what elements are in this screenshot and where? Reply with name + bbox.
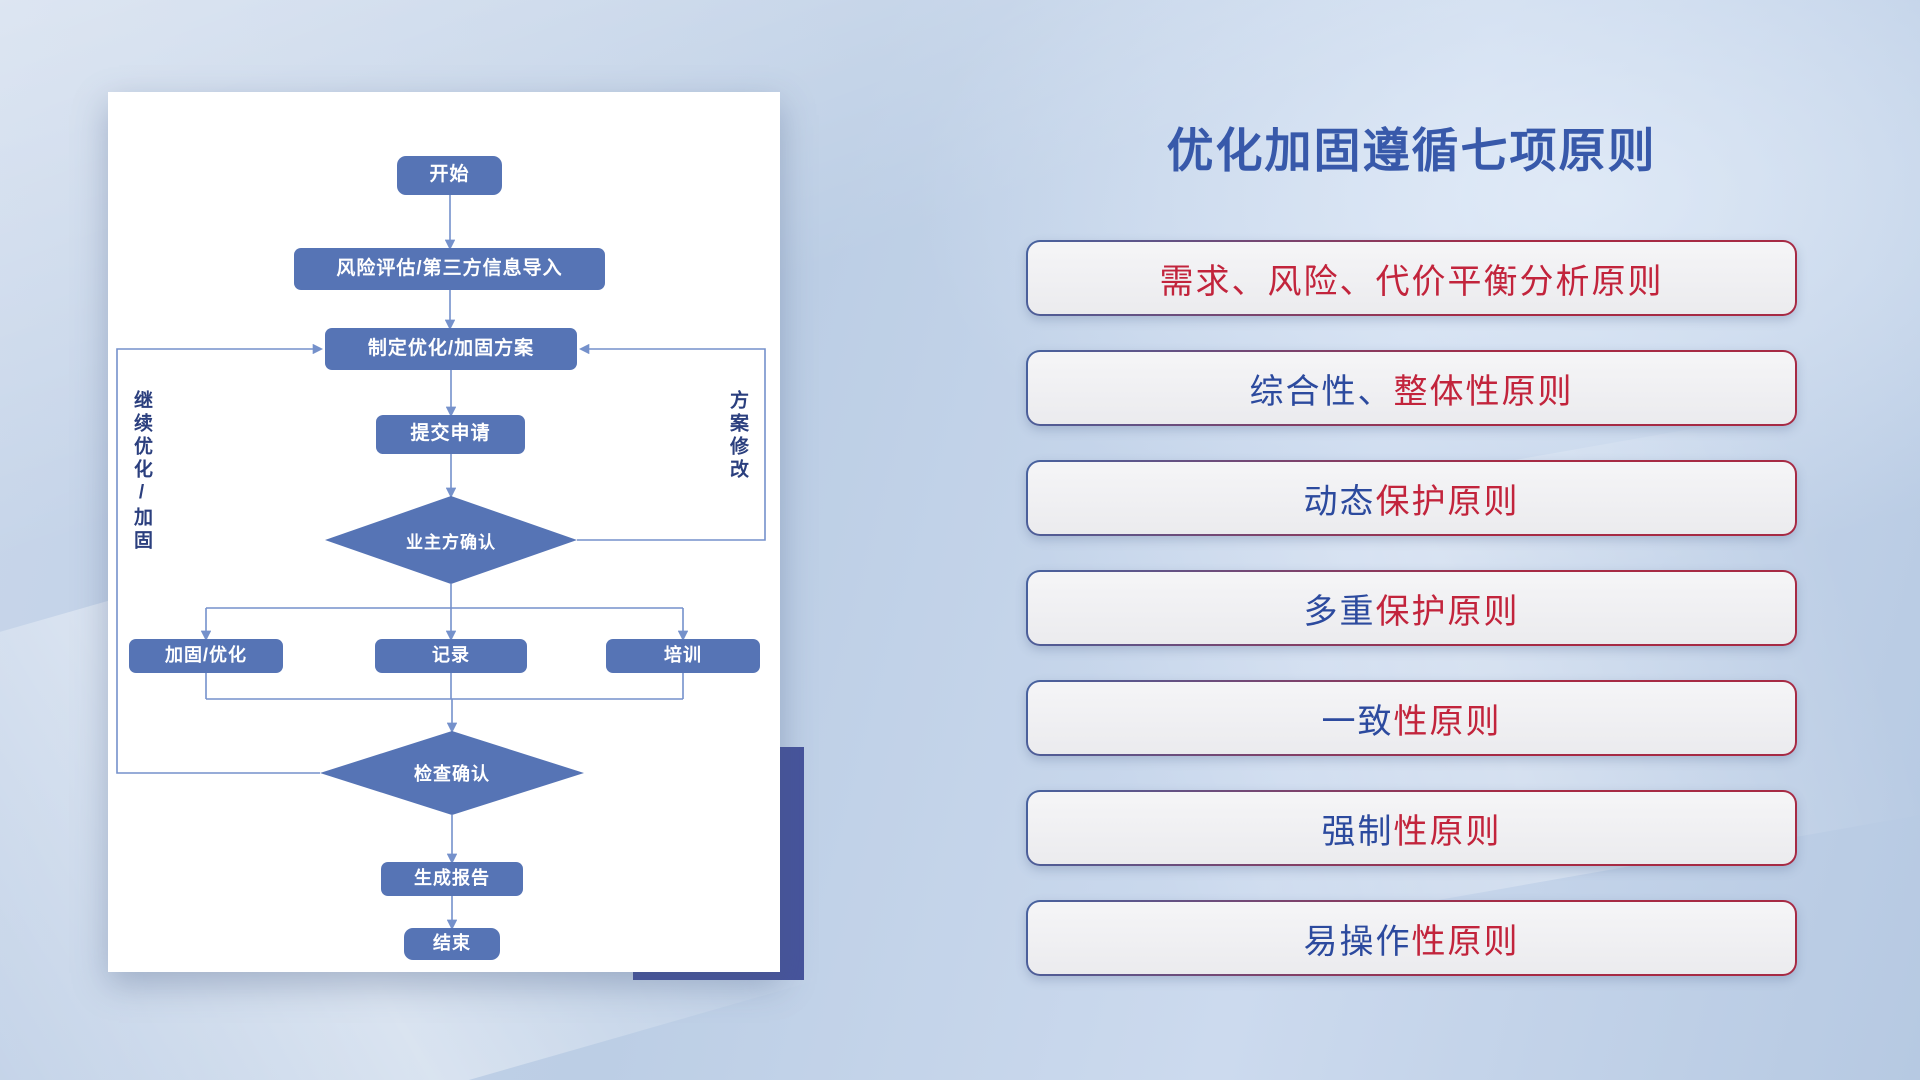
flowchart-card: 开始 风险评估/第三方信息导入 制定优化/加固方案 提交申请 业主方确认 加固/… bbox=[108, 92, 780, 972]
principle-text-segment: 保护原则 bbox=[1375, 482, 1520, 521]
principle-text-segment: 整体性原则 bbox=[1393, 372, 1574, 411]
principle-card: 综合性、整体性原则 bbox=[1026, 350, 1797, 426]
principle-text-segment: 动态 bbox=[1303, 482, 1376, 521]
principle-card: 强制性原则 bbox=[1026, 790, 1797, 866]
principle-card-label: 多重保护原则 bbox=[1028, 572, 1795, 644]
principle-card: 动态保护原则 bbox=[1026, 460, 1797, 536]
principle-card-label: 一致性原则 bbox=[1028, 682, 1795, 754]
diamond-owner-confirm bbox=[325, 496, 577, 584]
flow-node-risk-import: 风险评估/第三方信息导入 bbox=[294, 248, 605, 290]
principle-text-segment: 易操作 bbox=[1303, 922, 1412, 961]
principle-card-label: 综合性、整体性原则 bbox=[1028, 352, 1795, 424]
principle-text-segment: 一致 bbox=[1321, 702, 1394, 741]
flow-node-submit: 提交申请 bbox=[376, 415, 525, 454]
flow-node-end: 结束 bbox=[404, 928, 500, 960]
loop-label-continue-optimize: 继续优化/加固 bbox=[131, 390, 152, 553]
principle-card-label: 强制性原则 bbox=[1028, 792, 1795, 864]
flow-node-report: 生成报告 bbox=[381, 862, 523, 896]
principle-text-segment: 性原则 bbox=[1411, 922, 1520, 961]
flow-node-owner-confirm: 业主方确认 bbox=[406, 532, 496, 552]
flowchart-connectors bbox=[116, 195, 766, 931]
loop-plan-revise bbox=[577, 343, 766, 541]
principle-card: 多重保护原则 bbox=[1026, 570, 1797, 646]
flow-node-record: 记录 bbox=[375, 639, 527, 673]
principle-card: 易操作性原则 bbox=[1026, 900, 1797, 976]
page-title: 优化加固遵循七项原则 bbox=[1166, 124, 1657, 177]
principle-card-label: 动态保护原则 bbox=[1028, 462, 1795, 534]
flow-node-reinforce: 加固/优化 bbox=[129, 639, 283, 673]
principle-text-segment: 强制 bbox=[1321, 812, 1394, 851]
principle-card: 一致性原则 bbox=[1026, 680, 1797, 756]
principle-text-segment: 保护原则 bbox=[1375, 592, 1520, 631]
principle-text-segment: 性原则 bbox=[1393, 812, 1502, 851]
principle-text-segment: 综合性、 bbox=[1249, 372, 1394, 411]
flow-node-make-plan: 制定优化/加固方案 bbox=[325, 328, 577, 370]
principle-card-label: 需求、风险、代价平衡分析原则 bbox=[1028, 242, 1795, 314]
principle-text-segment: 多重 bbox=[1303, 592, 1376, 631]
principle-card: 需求、风险、代价平衡分析原则 bbox=[1026, 240, 1797, 316]
principle-text-segment: 需求、风险、代价平衡分析原则 bbox=[1159, 262, 1664, 301]
principles-list: 需求、风险、代价平衡分析原则综合性、整体性原则动态保护原则多重保护原则一致性原则… bbox=[1026, 240, 1797, 976]
flow-node-start: 开始 bbox=[397, 156, 502, 195]
principle-card-label: 易操作性原则 bbox=[1028, 902, 1795, 974]
principle-text-segment: 性原则 bbox=[1393, 702, 1502, 741]
loop-continue-optimize bbox=[116, 343, 324, 774]
flow-node-training: 培训 bbox=[606, 639, 760, 673]
flow-node-check-confirm: 检查确认 bbox=[414, 764, 490, 784]
loop-label-plan-revise: 方案修改 bbox=[727, 390, 748, 482]
diamond-check-confirm bbox=[320, 731, 584, 815]
